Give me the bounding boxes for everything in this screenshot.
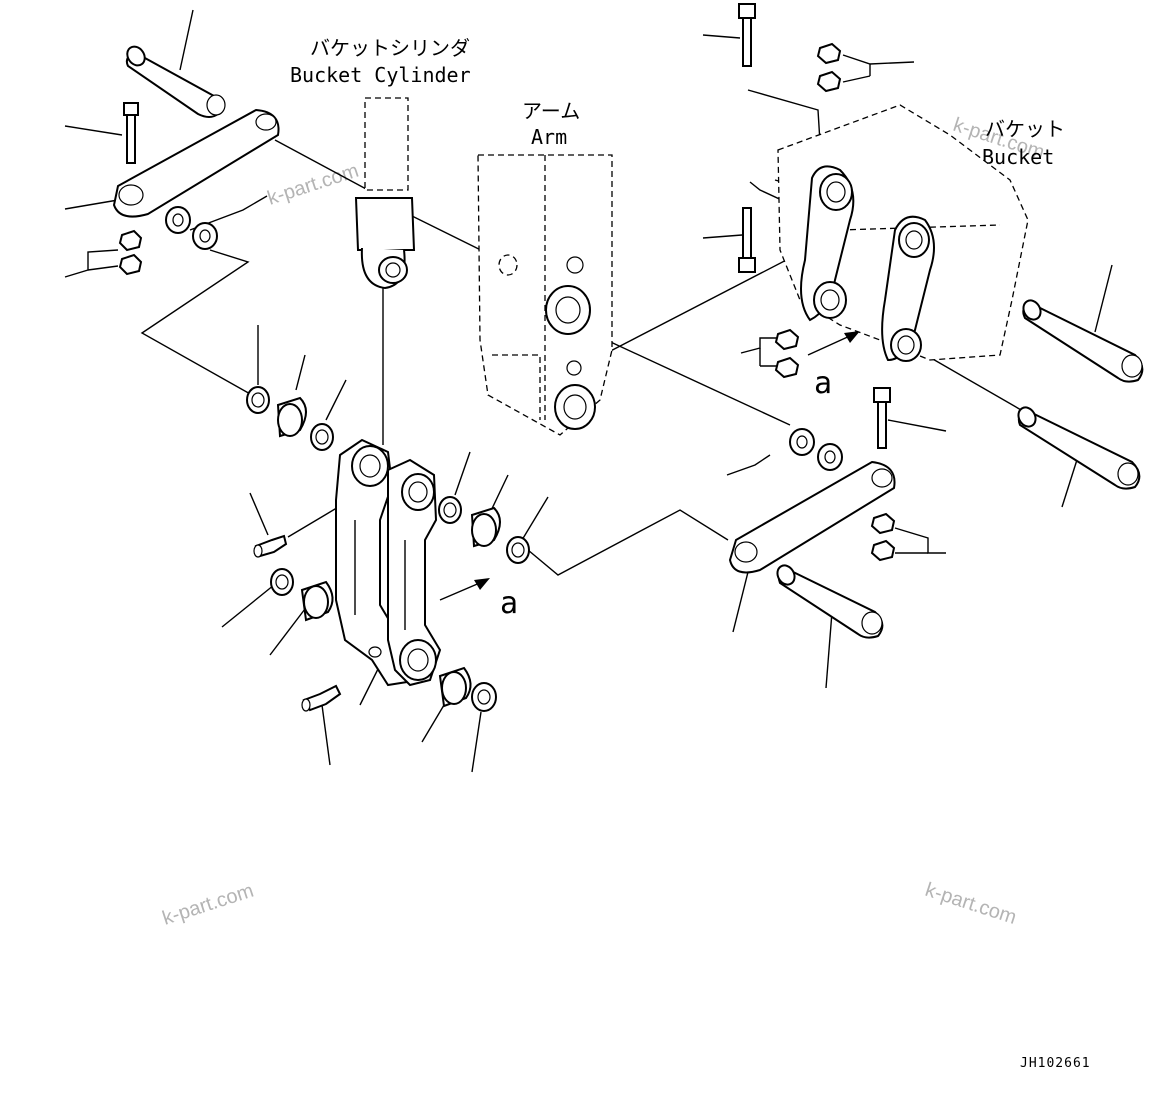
bucket-cylinder-jp-label: バケットシリンダ	[310, 36, 470, 60]
label-bucket: バケット Bucket	[982, 117, 1065, 169]
bushings-upper-right	[438, 496, 530, 564]
view-ref-a-right: a	[814, 366, 832, 401]
bolt-top-left	[123, 102, 139, 164]
arm-jp-label: アーム	[522, 99, 580, 123]
link-left	[112, 108, 280, 218]
grease-fitting-lower	[301, 684, 342, 712]
view-ref-a-left: a	[500, 586, 518, 621]
bucket-jp-label: バケット	[985, 117, 1065, 141]
pin-bottom-right	[776, 564, 884, 639]
bolt-top-right	[738, 3, 756, 67]
nuts-top-right	[816, 42, 842, 93]
nuts-right-mid	[774, 328, 800, 379]
arm	[477, 154, 613, 436]
watermark-3: k-part.com	[160, 880, 257, 930]
washers-left	[165, 206, 218, 250]
bolt-right-mid	[738, 207, 756, 273]
washers-right	[789, 428, 843, 471]
pin-right-upper	[1022, 299, 1144, 383]
label-arm: アーム Arm	[522, 99, 580, 149]
bushings-lower-right	[438, 666, 497, 712]
bucket-cylinder-en-label: Bucket Cylinder	[290, 63, 471, 87]
watermark-4: k-part.com	[922, 879, 1019, 929]
pin-top-left	[125, 45, 226, 118]
watermark-1: k-part.com	[265, 160, 362, 210]
link-right	[728, 460, 896, 574]
bucket-cylinder	[354, 97, 416, 290]
bucket	[777, 104, 1029, 362]
arm-en-label: Arm	[531, 125, 567, 149]
grease-fitting-upper	[253, 534, 288, 558]
nuts-right-lower	[870, 512, 896, 562]
bucket-en-label: Bucket	[982, 145, 1054, 169]
nuts-left	[118, 229, 143, 276]
label-bucket-cylinder: バケットシリンダ Bucket Cylinder	[290, 36, 471, 87]
bucket-lever	[335, 438, 442, 687]
pin-right-lower	[1017, 406, 1141, 490]
drawing-code: JH102661	[1020, 1056, 1091, 1071]
bushings-upper-left	[246, 386, 334, 451]
bolt-right-lower	[873, 387, 891, 449]
arrow-a-right	[807, 331, 860, 356]
arrow-a-left	[439, 578, 490, 601]
bushings-lower-left	[270, 568, 334, 622]
